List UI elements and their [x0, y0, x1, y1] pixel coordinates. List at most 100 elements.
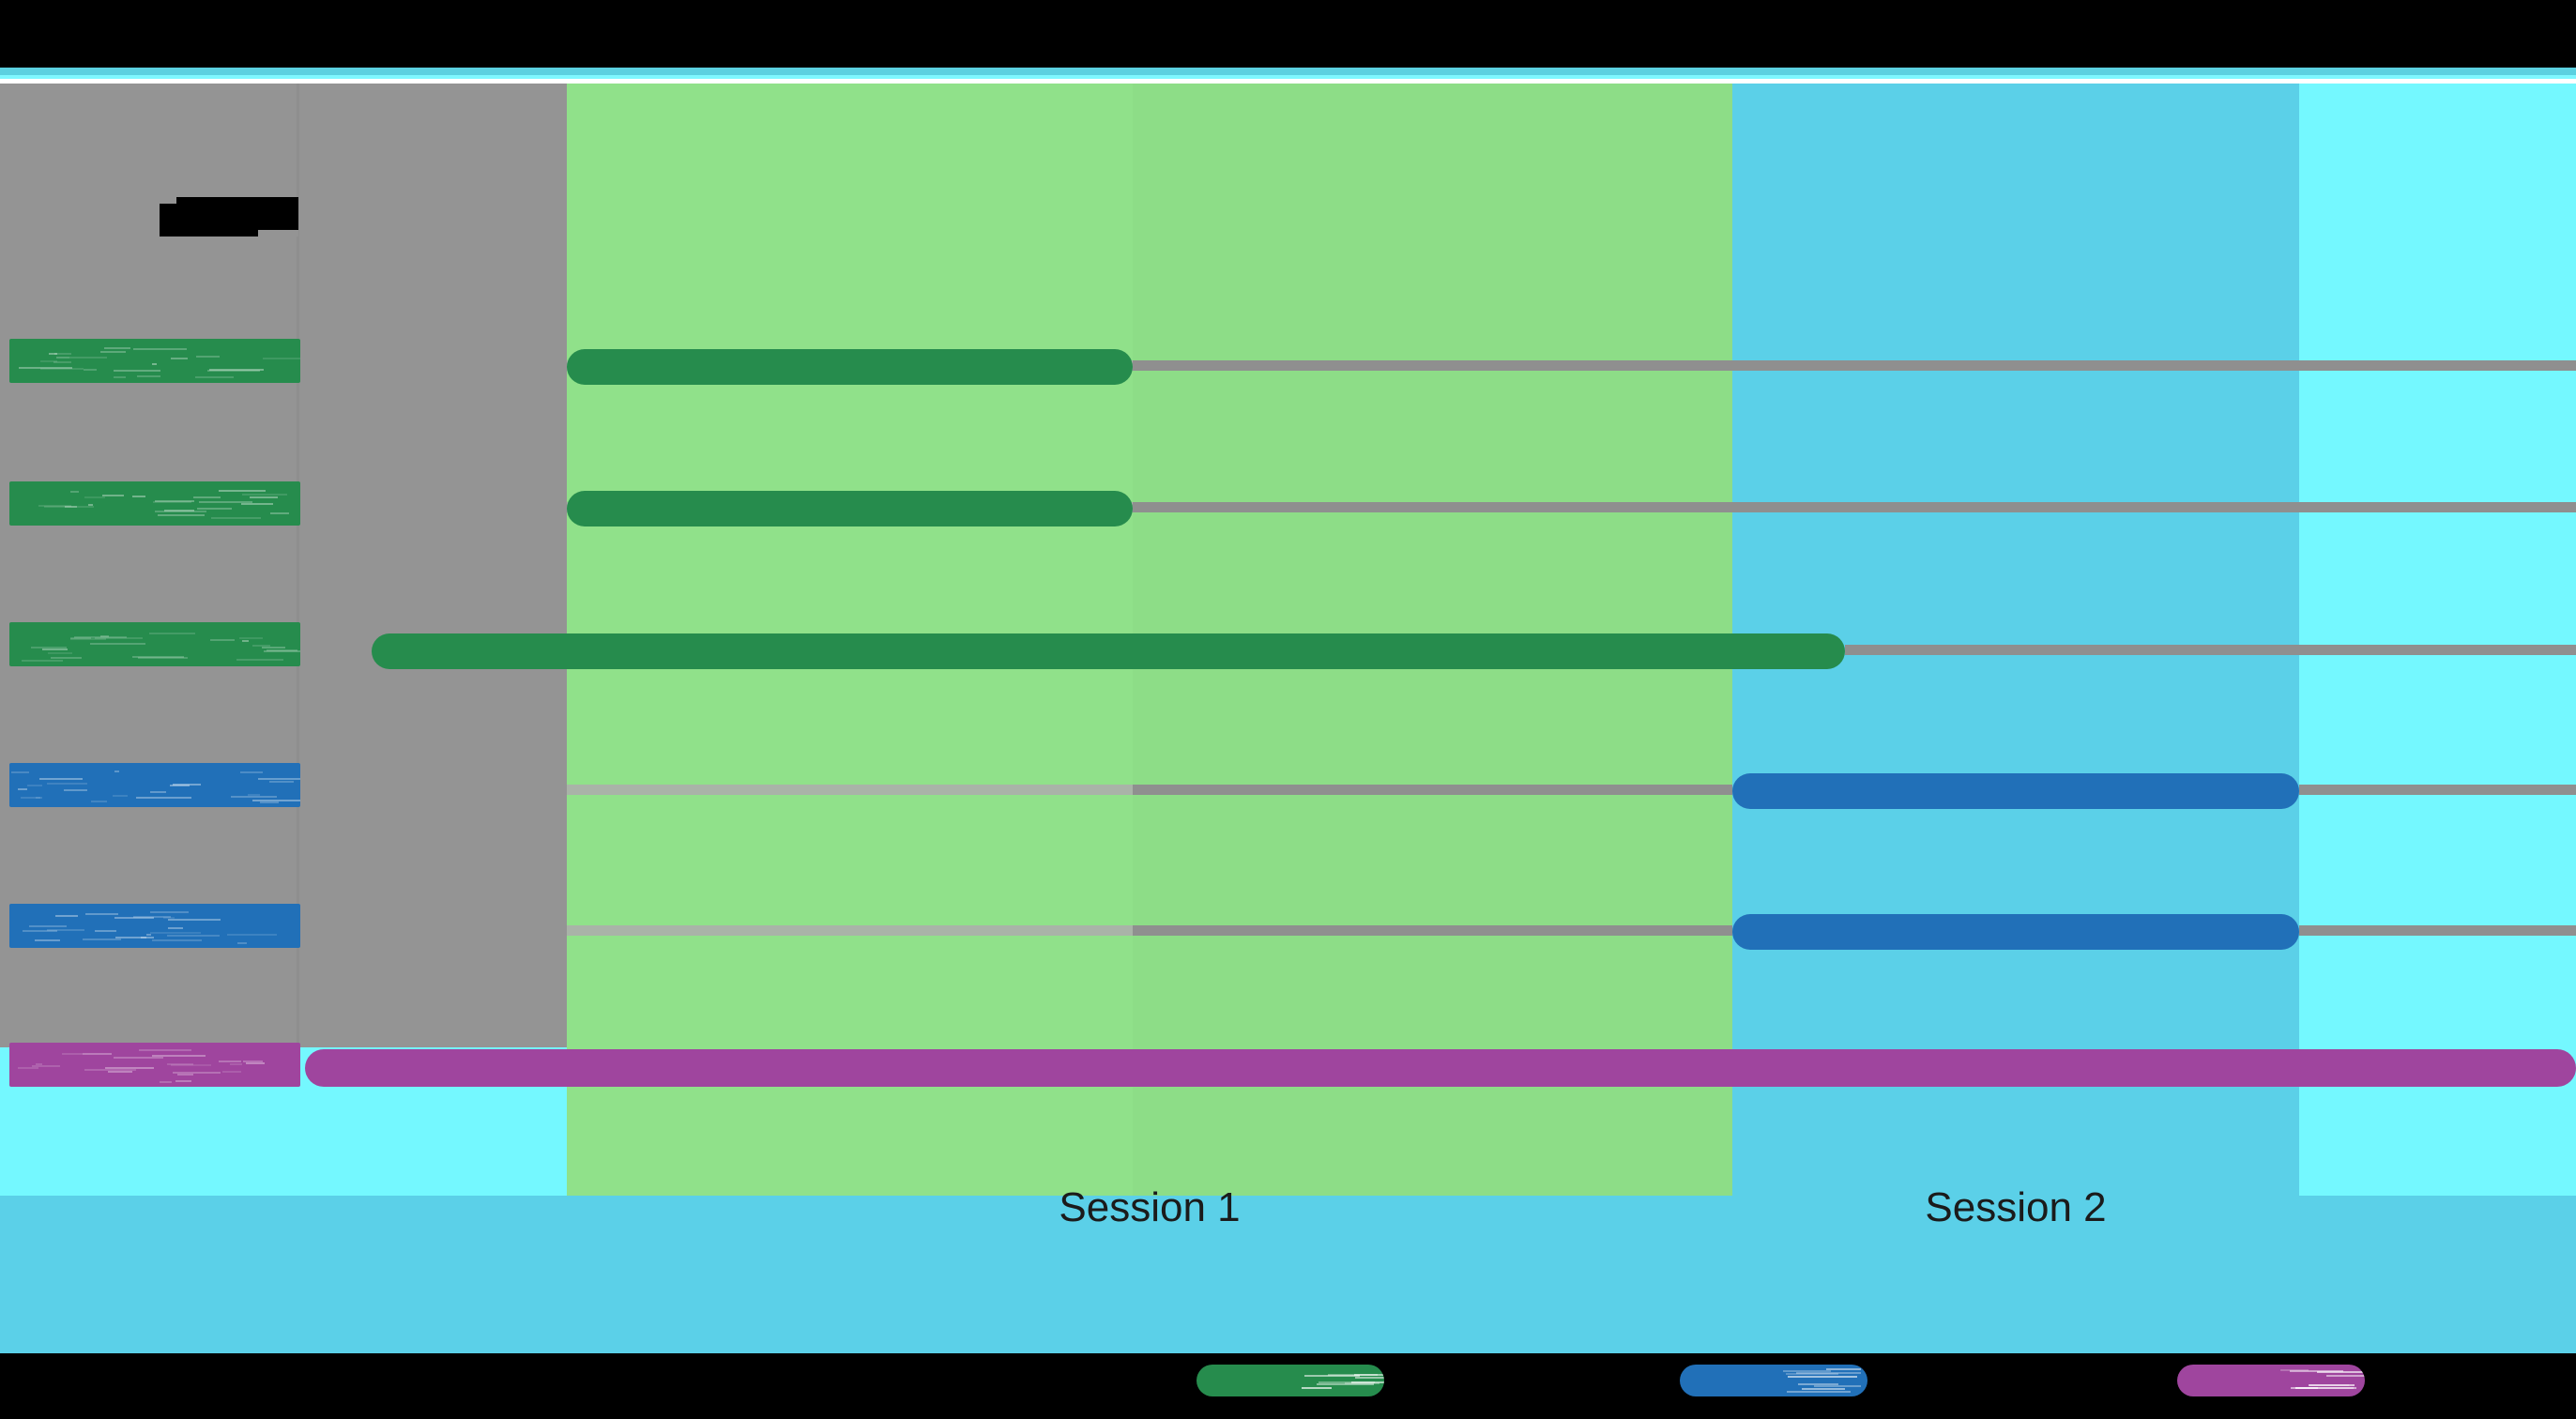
redaction-scratch: [141, 937, 146, 938]
redaction-scratch: [1796, 1372, 1861, 1374]
redaction-scratch: [133, 916, 171, 918]
redaction-scratch: [177, 1074, 193, 1076]
row-label-redacted: [9, 339, 300, 383]
redaction-scratch: [100, 635, 109, 637]
gantt-bar[interactable]: [1732, 773, 2299, 809]
redaction-scratch: [149, 633, 195, 634]
redaction-scratch: [2317, 1371, 2365, 1373]
redaction-scratch: [36, 797, 40, 799]
redaction-scratch: [1351, 1381, 1384, 1383]
redaction-scratch: [246, 1062, 265, 1064]
redaction-scratch: [1787, 1391, 1851, 1393]
redaction-scratch: [155, 511, 206, 512]
redaction-scratch: [1788, 1376, 1857, 1378]
redaction-scratch: [70, 637, 91, 639]
row-label-redacted: [9, 904, 300, 948]
redaction-scratch: [1783, 1370, 1831, 1372]
redaction-scratch: [38, 505, 71, 507]
redaction-scratch: [2309, 1384, 2349, 1386]
redaction-scratch: [167, 1063, 193, 1065]
band-overflow-right: [2299, 84, 2576, 1196]
redaction-scratch: [138, 657, 188, 659]
redaction-scratch: [114, 917, 154, 919]
row-rail: [2299, 925, 2576, 936]
redaction-scratch: [152, 363, 157, 365]
redaction-scratch: [210, 639, 235, 641]
redaction-scratch: [53, 361, 71, 363]
redaction-scratch: [139, 1049, 191, 1051]
redaction-scratch: [95, 930, 116, 932]
row-rail: [1133, 502, 1732, 512]
redaction-scratch: [196, 356, 220, 358]
redaction-scratch: [51, 657, 82, 659]
redaction-scratch: [150, 791, 166, 793]
redaction-scratch: [150, 911, 189, 913]
redaction-scratch: [2326, 1375, 2365, 1377]
redaction-scratch: [84, 1069, 136, 1071]
redaction-scratch: [1317, 1383, 1374, 1385]
redaction-scratch: [108, 1071, 132, 1073]
row-rail: [567, 925, 1133, 936]
redaction-scratch: [70, 638, 106, 640]
redaction-scratch: [114, 376, 126, 378]
redaction-scratch: [133, 348, 187, 350]
legend-label: [2177, 1365, 2372, 1396]
redaction-scratch: [1826, 1368, 1861, 1370]
redaction-scratch: [171, 1064, 211, 1066]
redaction-scratch: [88, 504, 93, 506]
accent-strip-light-cyan: [0, 75, 2576, 79]
redaction-scratch: [197, 508, 232, 510]
redaction-scratch: [199, 501, 252, 503]
redaction-scratch: [35, 939, 60, 941]
gantt-bar[interactable]: [1732, 914, 2299, 950]
redaction-scratch: [1345, 1382, 1379, 1384]
title-notch-left: [160, 197, 176, 204]
redaction-scratch: [1302, 1387, 1332, 1389]
redaction-scratch: [2295, 1387, 2318, 1389]
redaction-scratch: [241, 503, 273, 505]
redaction-scratch: [168, 927, 183, 929]
redaction-scratch: [243, 1060, 263, 1062]
redaction-scratch: [84, 369, 97, 371]
redaction-scratch: [175, 1080, 191, 1082]
gantt-bar[interactable]: [305, 1049, 2576, 1087]
redaction-scratch: [168, 919, 221, 921]
redaction-scratch: [21, 797, 42, 799]
row-label-redacted: [9, 481, 300, 526]
redaction-scratch: [260, 801, 279, 803]
row-label-redacted: [9, 1043, 300, 1087]
gantt-bar[interactable]: [567, 491, 1133, 526]
redaction-scratch: [158, 514, 205, 516]
redaction-scratch: [113, 795, 128, 797]
redaction-scratch: [114, 771, 119, 772]
redaction-scratch: [1802, 1388, 1845, 1390]
gantt-chart-canvas: Session 1 Session 2: [0, 84, 2576, 1353]
redaction-scratch: [263, 358, 300, 359]
redaction-scratch: [137, 375, 160, 377]
redaction-scratch: [269, 781, 294, 783]
redaction-scratch: [102, 495, 124, 496]
redaction-scratch: [2291, 1387, 2356, 1389]
row-rail: [1133, 785, 1732, 795]
gantt-bar[interactable]: [372, 633, 1845, 669]
gantt-bar[interactable]: [567, 349, 1133, 385]
session-1-caption: Session 1: [1059, 1184, 1241, 1230]
redaction-scratch: [164, 510, 194, 511]
redaction-scratch: [105, 1067, 154, 1069]
redaction-scratch: [1318, 1381, 1375, 1383]
redaction-scratch: [2290, 1370, 2343, 1372]
accent-strip-cyan: [0, 68, 2576, 75]
redaction-scratch: [237, 942, 247, 944]
redaction-scratch: [47, 783, 87, 785]
redaction-scratch: [1304, 1375, 1360, 1377]
redaction-scratch: [262, 647, 285, 648]
redaction-scratch: [114, 370, 160, 372]
legend-swatch: [2177, 1365, 2365, 1396]
redaction-scratch: [211, 517, 261, 519]
redaction-scratch: [91, 801, 107, 802]
redaction-scratch: [239, 637, 263, 639]
redaction-scratch: [242, 640, 249, 642]
chart-legend: [0, 1353, 2576, 1419]
redaction-scratch: [240, 771, 263, 773]
band-sidebar-gray: [0, 84, 567, 1047]
